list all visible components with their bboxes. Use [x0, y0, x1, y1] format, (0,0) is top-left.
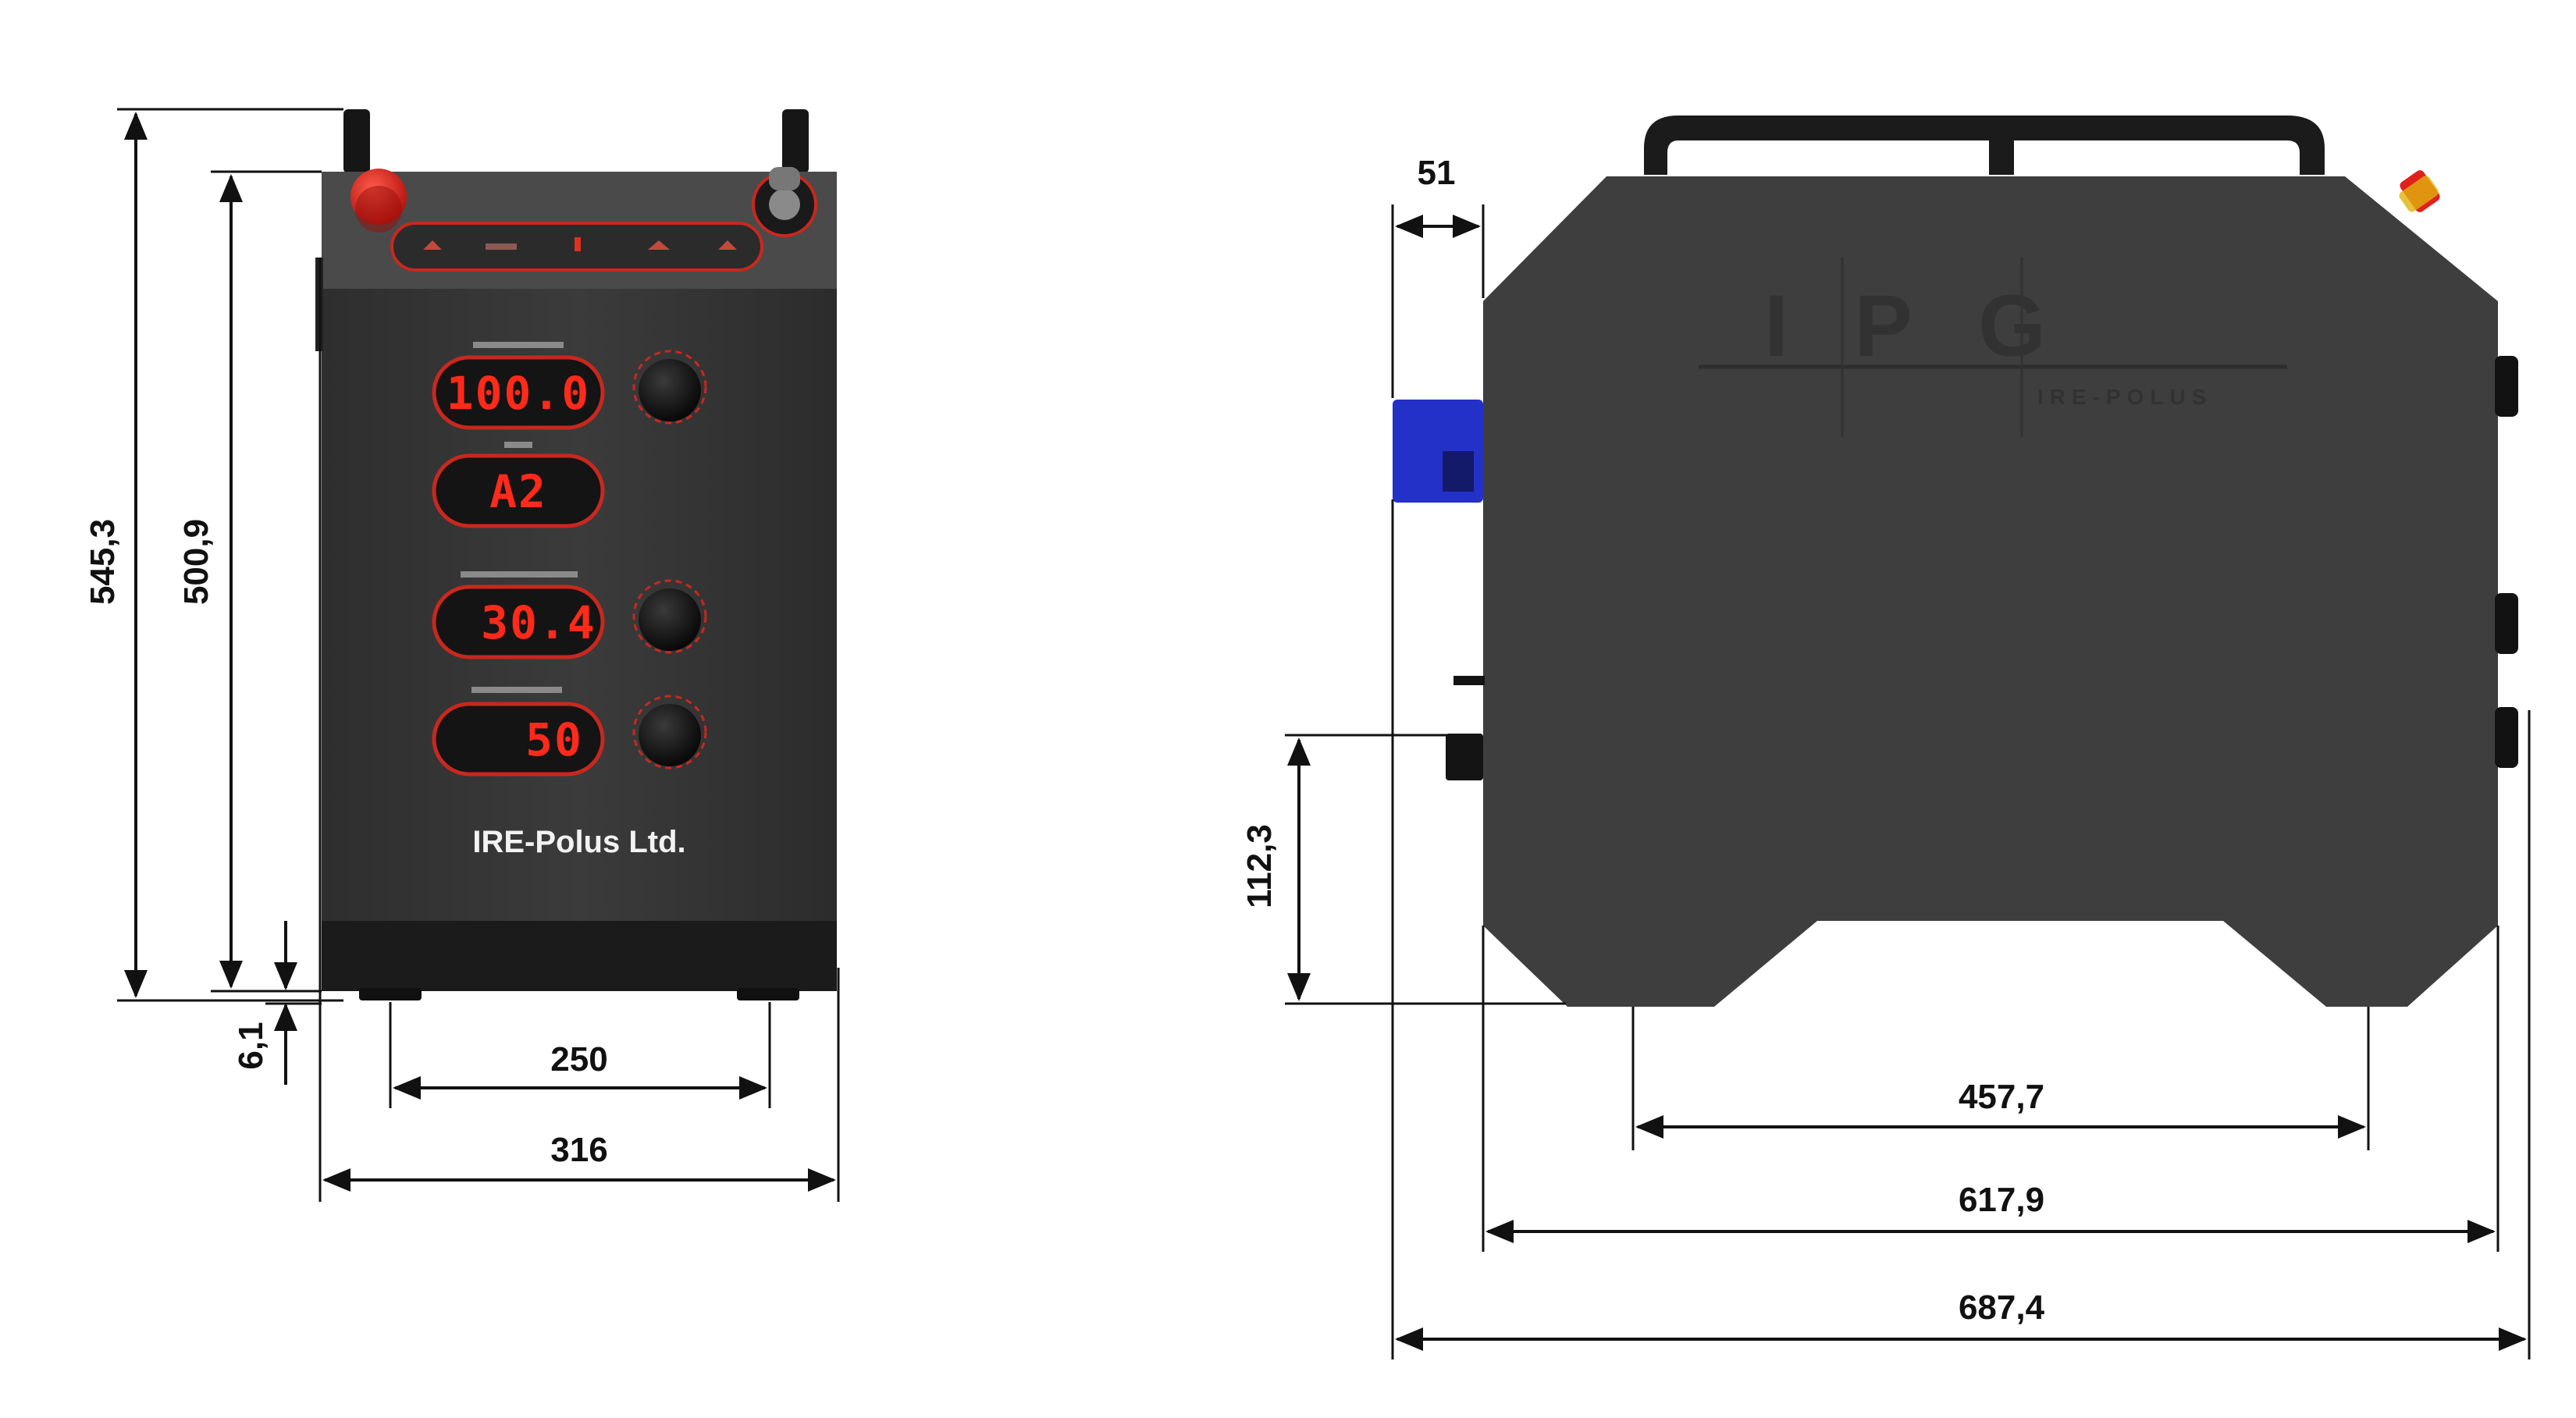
key-switch-key	[769, 167, 800, 190]
front-view: 100.0 A2 30.4 50	[315, 109, 837, 1000]
knob-1-ring	[632, 350, 707, 425]
display-1-readout: 100.0	[447, 367, 591, 420]
display-3-label	[461, 571, 578, 578]
display-1-frame	[432, 355, 605, 430]
front-body	[322, 172, 837, 991]
knob-3-ring	[632, 695, 707, 769]
side-handle	[1644, 116, 2325, 175]
front-left-handle	[343, 109, 370, 173]
knob-2-cap	[639, 588, 701, 651]
display-3-readout: 30.4	[481, 596, 596, 649]
dim-body-height: 500,9	[177, 519, 215, 605]
dim-port-height: 112,3	[1240, 824, 1279, 908]
knob-2-ring	[632, 579, 707, 654]
knob-1	[632, 350, 707, 425]
indicator-light-2	[486, 243, 517, 250]
indicator-light-3	[575, 237, 581, 251]
front-dimensions: 545,3 500,9 6,1 250 316	[84, 108, 840, 1202]
dim-foot-height: 6,1	[232, 1022, 270, 1069]
side-right-connector-1	[2495, 356, 2518, 417]
display-4-frame	[432, 702, 605, 777]
front-bottom-base	[322, 921, 837, 991]
display-4-label	[471, 687, 562, 693]
side-body	[1483, 176, 2498, 1007]
side-logo-subtext: IRE-POLUS	[2037, 385, 2212, 409]
display-3-frame	[432, 585, 605, 659]
key-switch-core	[769, 189, 800, 220]
emergency-stop-rim	[355, 186, 402, 233]
knob-1-cap	[639, 359, 701, 421]
side-left-port-2	[1446, 734, 1483, 780]
front-brand-label: IRE-Polus Ltd.	[472, 825, 685, 859]
dim-feet-spacing: 250	[550, 1040, 607, 1079]
display-4-readout: 50	[525, 713, 583, 766]
front-foot-right	[737, 988, 799, 1000]
display-4: 50	[432, 687, 605, 777]
side-logo-text: IPG	[1764, 277, 2112, 375]
display-1: 100.0	[432, 342, 605, 430]
display-3: 30.4	[432, 571, 605, 659]
side-logo: IPG IRE-POLUS	[1699, 258, 2287, 437]
front-foot-left	[359, 988, 422, 1000]
side-left-port-1	[1453, 676, 1485, 685]
knob-3	[632, 695, 707, 769]
dim-side-feet-spacing: 457,7	[1959, 1078, 2044, 1116]
indicator-light-1	[423, 240, 442, 250]
display-2-readout: A2	[489, 465, 547, 518]
indicator-light-4	[648, 240, 670, 250]
dim-total-length: 687,4	[1959, 1288, 2045, 1327]
knob-3-cap	[639, 704, 701, 766]
side-blue-connector-shade	[1443, 451, 1474, 492]
dim-total-width: 316	[550, 1131, 607, 1169]
dim-body-length: 617,9	[1959, 1181, 2044, 1219]
side-view: IPG IRE-POLUS	[1393, 116, 2518, 1007]
side-right-connector-3	[2495, 707, 2518, 768]
indicator-light-5	[718, 240, 737, 250]
side-right-connector-2	[2495, 593, 2518, 654]
display-2: A2	[432, 442, 605, 528]
side-emergency-button-base	[2399, 176, 2439, 212]
dim-connector-depth: 51	[1418, 154, 1456, 192]
display-2-label	[504, 442, 532, 448]
dim-total-height: 545,3	[84, 519, 122, 605]
knob-2	[632, 579, 707, 654]
side-dimensions: 51 112,3 457,7 617,9 687,4	[1240, 154, 2531, 1359]
display-1-label	[473, 342, 564, 348]
display-2-frame	[432, 453, 605, 528]
front-right-handle	[782, 109, 809, 173]
